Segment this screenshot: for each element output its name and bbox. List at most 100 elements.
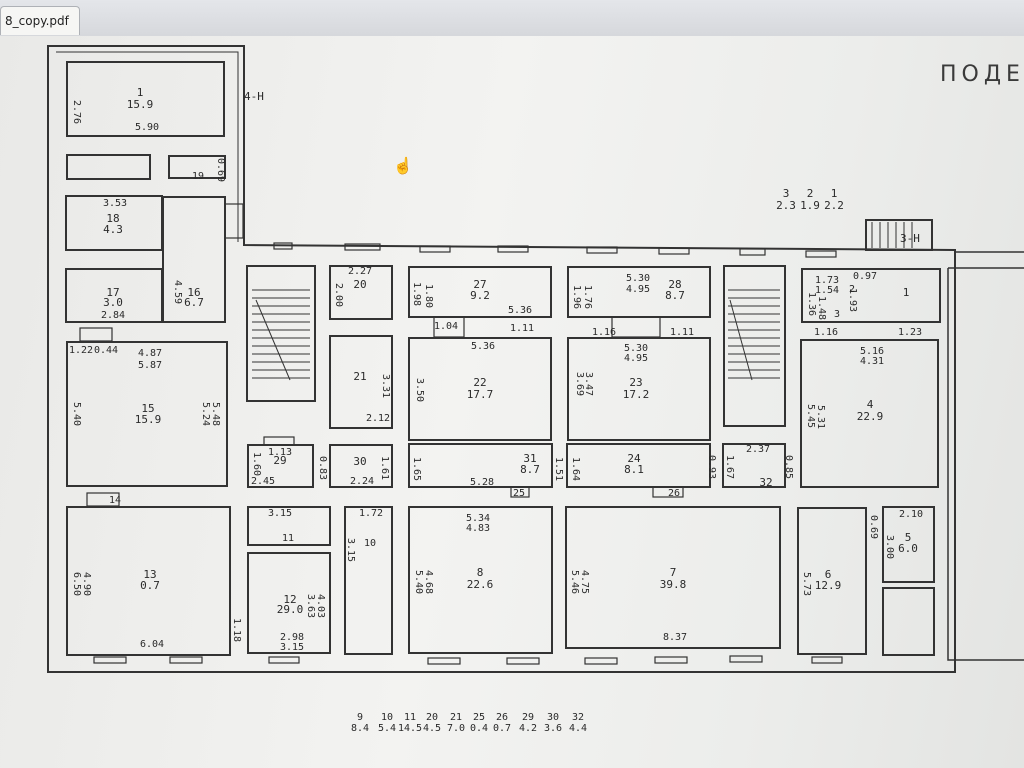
plan-label: 1.36 (806, 292, 817, 316)
plan-label: 5.90 (135, 122, 159, 133)
plan-label: 1.11 (510, 323, 534, 334)
plan-label: 5.36 (471, 341, 495, 352)
plan-element (586, 246, 618, 254)
plan-label: 2.3 (776, 199, 796, 212)
room-4 (800, 339, 939, 488)
stair-right (723, 265, 786, 427)
plan-label: 1.23 (898, 327, 922, 338)
plan-label: 3.6 (544, 723, 562, 734)
room-19-number: 19 (192, 171, 204, 182)
plan-label: 2.84 (101, 310, 125, 321)
room-31-number: 31 (523, 452, 536, 465)
room-22-area: 17.7 (467, 388, 494, 401)
plan-label: 3.15 (280, 642, 304, 653)
plan-label: 2.24 (350, 476, 374, 487)
plan-label: 29 (522, 712, 534, 723)
room-6-area: 12.9 (815, 579, 842, 592)
plan-label: 5.24 (200, 402, 211, 426)
room-20-number: 20 (353, 278, 366, 291)
plan-element (79, 242, 843, 665)
room-16-area: 6.7 (184, 296, 204, 309)
plan-label: 4.2 (519, 723, 537, 734)
room-8-area: 22.6 (467, 578, 494, 591)
plan-label: 25 (473, 712, 485, 723)
plan-label: 1.54 (815, 285, 839, 296)
plan-label: 5.73 (801, 572, 812, 596)
plan-element (427, 657, 461, 665)
room-4-number: 4 (867, 398, 874, 411)
room-13-area: 0.7 (140, 579, 160, 592)
plan-element (652, 486, 684, 498)
plan-label: 1.16 (814, 327, 838, 338)
plan-label: 0.4 (470, 723, 488, 734)
entrance-4n-label: 4-Н (244, 90, 264, 103)
plan-label: 11 (404, 712, 416, 723)
plan-label: 4.03 (315, 594, 326, 618)
entrance-3n (865, 219, 933, 251)
plan-label: 1.72 (359, 508, 383, 519)
plan-label: 1.22 (69, 345, 93, 356)
plan-label: 1.93 (847, 288, 858, 312)
plan-label: 8.37 (663, 632, 687, 643)
tab-document[interactable]: 8_copy.pdf (0, 6, 80, 35)
plan-heading: ПОДЕ (940, 62, 1024, 87)
plan-label: 0.83 (317, 456, 328, 480)
plan-element (882, 587, 935, 656)
plan-label: 3.15 (345, 538, 356, 562)
plan-label: 3.15 (268, 508, 292, 519)
plan-element (273, 242, 293, 250)
room-12 (247, 552, 331, 654)
plan-element (433, 316, 465, 338)
plan-label: 1.48 (816, 296, 827, 320)
room-4-area: 22.9 (857, 410, 884, 423)
plan-label: 1.61 (379, 456, 390, 480)
plan-label: 1.13 (268, 447, 292, 458)
plan-label: 5.40 (71, 402, 82, 426)
plan-label: 4.90 (81, 572, 92, 596)
plan-element (584, 657, 618, 665)
room-7 (565, 506, 781, 649)
plan-label: 26 (496, 712, 508, 723)
plan-label: 5.30 (624, 343, 648, 354)
room-28-area: 8.7 (665, 289, 685, 302)
plan-label: 9 (357, 712, 363, 723)
plan-label: 2.37 (746, 444, 770, 455)
plan-label: 2.45 (251, 476, 275, 487)
room-23-number: 23 (629, 376, 642, 389)
room-5-number: 5 (905, 531, 912, 544)
plan-label: 1.67 (724, 455, 735, 479)
plan-element (510, 486, 530, 498)
room-11-number: 11 (282, 533, 294, 544)
plan-label: 4.5 (423, 723, 441, 734)
area-legend: 9 8.4 10 5.4 11 14.5 20 4.5 21 7.0 25 0.… (351, 712, 587, 734)
room-6 (797, 507, 867, 655)
plan-element: 2.76 5.90 3.53 2.84 4.59 0.69 1.22 0.44 … (69, 100, 923, 653)
room-24-area: 8.1 (624, 463, 644, 476)
plan-element (497, 245, 529, 253)
plan-element (654, 656, 688, 664)
plan-label: 4.87 (138, 348, 162, 359)
plan-label: 1.9 (800, 199, 820, 212)
plan-label: 4.59 (172, 280, 183, 304)
plan-label: 4.75 (579, 570, 590, 594)
plan-label: 3 (783, 187, 790, 200)
plan-element (801, 268, 941, 323)
plan-label: 3.63 (305, 594, 316, 618)
plan-label: 3.00 (884, 535, 895, 559)
plan-label: 5.31 (815, 405, 826, 429)
plan-label: 7.0 (447, 723, 465, 734)
room-30 (329, 444, 393, 488)
plan-label: 3.53 (103, 198, 127, 209)
plan-element (86, 492, 120, 507)
room-21-number: 21 (353, 370, 366, 383)
plan-element (658, 247, 690, 255)
plan-label: 3.69 (574, 372, 585, 396)
plan-element (79, 327, 113, 342)
plan-label: 0.85 (783, 455, 794, 479)
room-10 (344, 506, 393, 655)
plan-label: 1.18 (231, 618, 242, 642)
plan-label: 0.69 (215, 158, 226, 182)
plan-label: 1.98 (411, 282, 422, 306)
plan-label: 1.51 (553, 457, 564, 481)
